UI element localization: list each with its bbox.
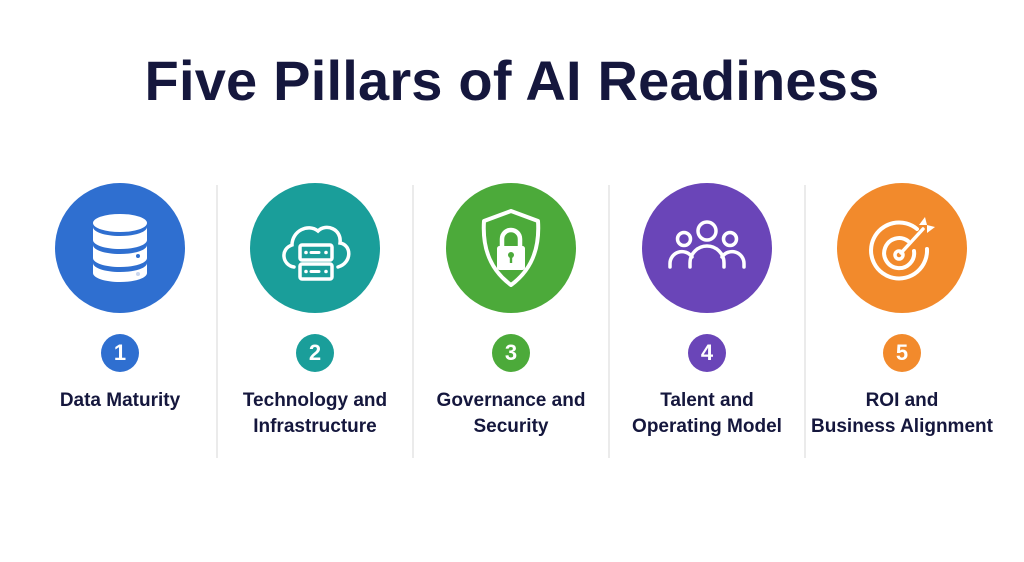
pillar-icon-circle [446, 183, 576, 313]
pillar-number-badge: 2 [296, 334, 334, 372]
pillar-icon-circle [250, 183, 380, 313]
column-divider [804, 185, 806, 458]
pillar-icon-circle [642, 183, 772, 313]
pillar-label: Technology and Infrastructure [242, 390, 388, 437]
database-icon [93, 214, 147, 282]
pillar-number-badge: 5 [883, 334, 921, 372]
column-divider [608, 185, 610, 458]
people-group-icon [668, 220, 746, 269]
pillar-icon-circle [837, 183, 967, 313]
shield-lock-icon [481, 209, 541, 287]
page-title: Five Pillars of AI Readiness [144, 49, 880, 112]
pillar-talent-operating-model: 4 Talent and Operating Model [609, 183, 805, 440]
pillar-icon-circle [55, 183, 185, 313]
pillar-roi-business-alignment: 5 ROI and Business Alignment [804, 183, 1000, 440]
pillar-data-maturity: 1 Data Maturity [22, 183, 218, 414]
pillar-number-badge: 4 [688, 334, 726, 372]
pillar-label: ROI and Business Alignment [811, 390, 993, 437]
column-divider [412, 185, 414, 458]
pillar-label: Data Maturity [59, 390, 181, 411]
pillar-technology-infrastructure: 2 Technology and Infrastructure [217, 183, 413, 440]
pillar-label: Governance and Security [436, 390, 586, 437]
pillar-label: Talent and Operating Model [632, 390, 782, 437]
column-divider [216, 185, 218, 458]
pillar-governance-security: 3 Governance and Security [413, 183, 609, 440]
target-arrow-icon [869, 217, 935, 281]
cloud-server-icon [282, 225, 351, 281]
pillar-number-badge: 1 [101, 334, 139, 372]
pillar-number-badge: 3 [492, 334, 530, 372]
